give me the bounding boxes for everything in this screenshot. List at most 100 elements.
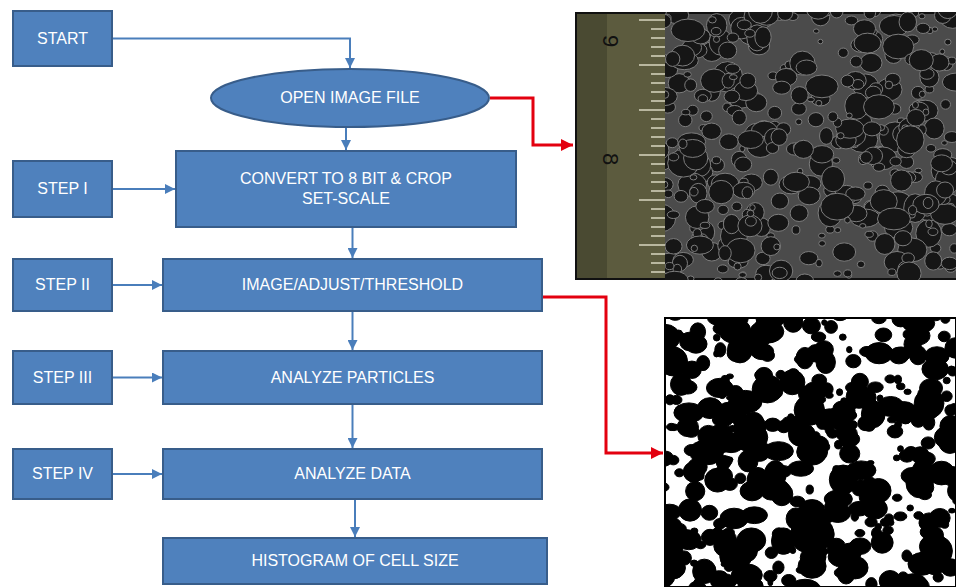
pore	[907, 505, 914, 511]
pore	[772, 267, 787, 278]
pore	[764, 461, 786, 488]
pore	[679, 139, 687, 148]
ruler-tick	[651, 235, 665, 237]
pore	[665, 87, 677, 105]
pore	[940, 49, 945, 54]
ruler-tick	[639, 199, 665, 201]
pore	[738, 577, 763, 587]
pore	[677, 374, 687, 383]
pore	[890, 157, 901, 166]
pore	[943, 377, 950, 384]
pore	[816, 100, 822, 106]
pore	[915, 168, 922, 173]
pore	[816, 259, 823, 267]
pore	[863, 122, 881, 136]
pore	[836, 389, 842, 396]
pore	[916, 397, 923, 403]
pore	[851, 512, 859, 521]
ruler-tick	[651, 46, 665, 48]
ruler-tick	[639, 19, 665, 21]
pore	[945, 405, 955, 416]
pore	[914, 512, 923, 520]
pore	[892, 494, 902, 501]
pore	[844, 270, 852, 277]
pore	[737, 20, 751, 30]
pore	[713, 334, 720, 341]
pore	[922, 358, 949, 379]
pore	[875, 328, 892, 342]
pore	[931, 155, 953, 172]
pore	[911, 584, 920, 587]
pore	[844, 410, 856, 421]
pore	[686, 481, 705, 500]
node-label: STEP I	[37, 179, 87, 199]
pore	[846, 403, 856, 410]
pore	[897, 262, 921, 280]
pore	[821, 193, 854, 220]
flow-arrow	[352, 405, 354, 448]
ruler-strip	[577, 14, 665, 278]
pore	[885, 514, 894, 523]
pore	[951, 566, 956, 572]
ruler-tick	[651, 226, 665, 228]
pore	[719, 246, 732, 261]
pore	[889, 347, 909, 364]
pore	[701, 111, 713, 122]
pore	[665, 181, 668, 188]
pore	[803, 382, 826, 401]
pore	[828, 112, 838, 122]
pore	[693, 559, 716, 583]
flow-arrow	[354, 500, 356, 537]
flow-arrow	[113, 39, 350, 69]
pore	[680, 332, 699, 350]
pore	[805, 555, 812, 561]
ruler-tick	[651, 127, 665, 129]
process-box: CONVERT TO 8 BIT & CROP SET-SCALE	[175, 150, 517, 228]
pore	[667, 211, 679, 219]
pore	[773, 81, 791, 94]
node-body: IMAGE/ADJUST/THRESHOLD	[164, 260, 541, 310]
pore	[875, 234, 895, 255]
photo-frame	[575, 12, 956, 280]
pore	[822, 166, 845, 191]
pore	[888, 269, 896, 276]
pore	[825, 321, 838, 334]
pore	[665, 91, 669, 99]
pore	[926, 220, 933, 228]
pore	[847, 346, 852, 352]
pore	[789, 579, 821, 587]
node-body: STEP II	[14, 260, 111, 310]
pore	[830, 12, 843, 18]
pore	[908, 206, 916, 215]
pore	[732, 202, 742, 211]
pore	[818, 39, 823, 43]
pore	[948, 350, 954, 357]
process-ellipse: OPEN IMAGE FILE	[210, 68, 490, 128]
pore	[941, 319, 950, 323]
process-box: ANALYZE PARTICLES	[162, 350, 543, 405]
pore	[788, 369, 799, 377]
pore	[704, 449, 709, 455]
pore	[832, 158, 840, 164]
node-label: ANALYZE DATA	[294, 464, 410, 484]
pore	[912, 484, 922, 493]
pore	[764, 418, 781, 431]
pore	[741, 507, 767, 524]
pore	[924, 118, 944, 139]
pore	[776, 370, 786, 379]
foam-photo	[665, 14, 956, 278]
pore	[675, 406, 684, 416]
pore	[726, 64, 740, 73]
pore	[872, 319, 886, 324]
pore	[666, 483, 669, 492]
pore	[714, 518, 727, 529]
pointer-arrow	[543, 297, 663, 453]
node-label: STEP III	[33, 368, 92, 388]
pore	[865, 231, 873, 237]
pore	[898, 446, 904, 452]
pore	[819, 233, 826, 238]
foam-pores	[665, 12, 956, 280]
pore	[851, 540, 860, 548]
pore	[919, 14, 925, 19]
ruler-tick	[651, 91, 665, 93]
